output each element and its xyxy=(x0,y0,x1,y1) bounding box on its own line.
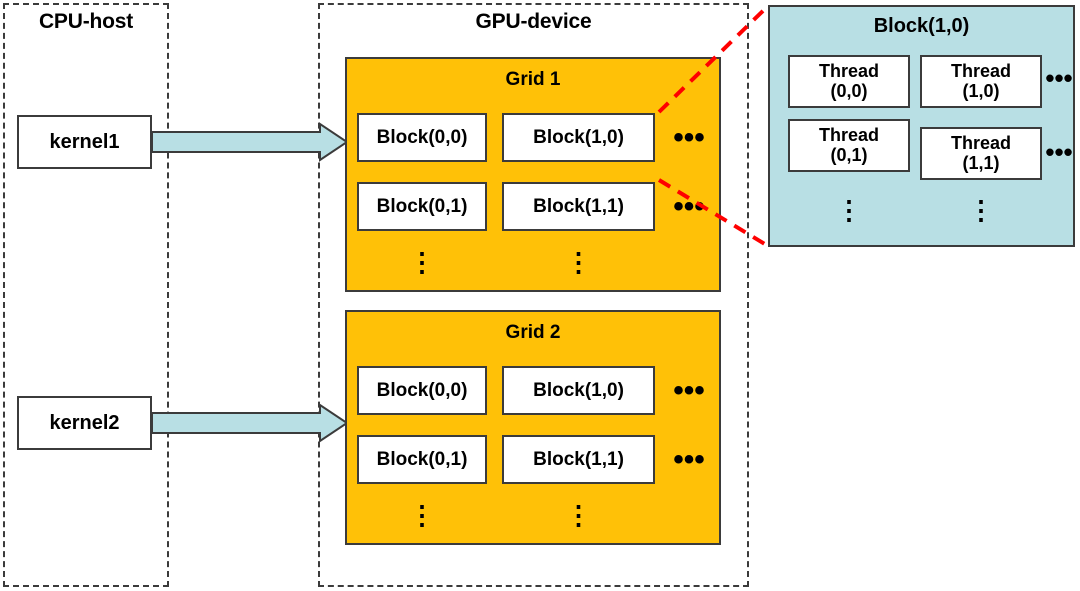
region-gpu-device-title: GPU-device xyxy=(475,10,592,33)
grid-2-block-1-0[interactable]: Block(1,0) xyxy=(502,366,655,415)
thread-cell-1-0[interactable]: Thread (1,0) xyxy=(920,55,1042,108)
thread-cell-1-0-index: (1,0) xyxy=(962,80,1000,101)
grid-2-row-1-ellipsis: ••• xyxy=(673,443,705,476)
thread-cell-0-0-name: Thread xyxy=(818,61,879,82)
grid-2-panel: Grid 2 Block(0,0) Block(1,0) ••• Block(0… xyxy=(345,310,721,545)
grid-2-block-0-0[interactable]: Block(0,0) xyxy=(357,366,487,415)
arrow-kernel2-to-grid2 xyxy=(151,403,349,443)
grid-1-block-0-1[interactable]: Block(0,1) xyxy=(357,182,487,231)
grid-2-title: Grid 2 xyxy=(505,322,561,343)
thread-col-0-continuation: ⋮ xyxy=(836,195,862,225)
thread-cell-0-1-index: (0,1) xyxy=(830,144,868,165)
grid-1-block-1-1[interactable]: Block(1,1) xyxy=(502,182,655,231)
region-gpu-device xyxy=(318,3,749,587)
grid-2-block-0-1[interactable]: Block(0,1) xyxy=(357,435,487,484)
grid-1-col-1-continuation: ⋮ xyxy=(565,247,592,277)
grid-1-panel: Grid 1 Block(0,0) Block(1,0) ••• Block(0… xyxy=(345,57,721,292)
grid-1-block-0-0[interactable]: Block(0,0) xyxy=(357,113,487,162)
thread-cell-0-0[interactable]: Thread (0,0) xyxy=(788,55,910,108)
grid-2-row-0-ellipsis: ••• xyxy=(673,374,705,407)
arrow-kernel1-to-grid1 xyxy=(151,122,349,162)
grid-1-row-1-ellipsis: ••• xyxy=(673,190,705,223)
region-cpu-host-title: CPU-host xyxy=(38,10,134,33)
thread-cell-1-1-index: (1,1) xyxy=(962,152,1000,173)
block-detail-panel: Block(1,0) Thread (0,0) Thread (1,0) •••… xyxy=(768,5,1075,247)
thread-col-1-continuation: ⋮ xyxy=(968,195,994,225)
kernel1-box[interactable]: kernel1 xyxy=(17,115,152,169)
thread-row-0-ellipsis: ••• xyxy=(1045,63,1073,93)
thread-cell-0-0-index: (0,0) xyxy=(830,80,868,101)
grid-1-row-0-ellipsis: ••• xyxy=(673,121,705,154)
thread-cell-1-0-name: Thread xyxy=(950,61,1011,82)
thread-cell-0-1[interactable]: Thread (0,1) xyxy=(788,119,910,172)
grid-2-block-1-1[interactable]: Block(1,1) xyxy=(502,435,655,484)
grid-1-col-0-continuation: ⋮ xyxy=(409,247,435,277)
grid-2-col-0-continuation: ⋮ xyxy=(409,500,435,530)
block-detail-title: Block(1,0) xyxy=(873,15,970,37)
kernel2-box[interactable]: kernel2 xyxy=(17,396,152,450)
grid-1-title: Grid 1 xyxy=(505,69,561,90)
region-cpu-host xyxy=(3,3,169,587)
thread-cell-0-1-name: Thread xyxy=(818,125,879,146)
thread-cell-1-1-name: Thread xyxy=(950,133,1011,154)
grid-2-col-1-continuation: ⋮ xyxy=(565,500,592,530)
thread-row-1-ellipsis: ••• xyxy=(1045,137,1073,167)
grid-1-block-1-0[interactable]: Block(1,0) xyxy=(502,113,655,162)
thread-cell-1-1[interactable]: Thread (1,1) xyxy=(920,127,1042,180)
